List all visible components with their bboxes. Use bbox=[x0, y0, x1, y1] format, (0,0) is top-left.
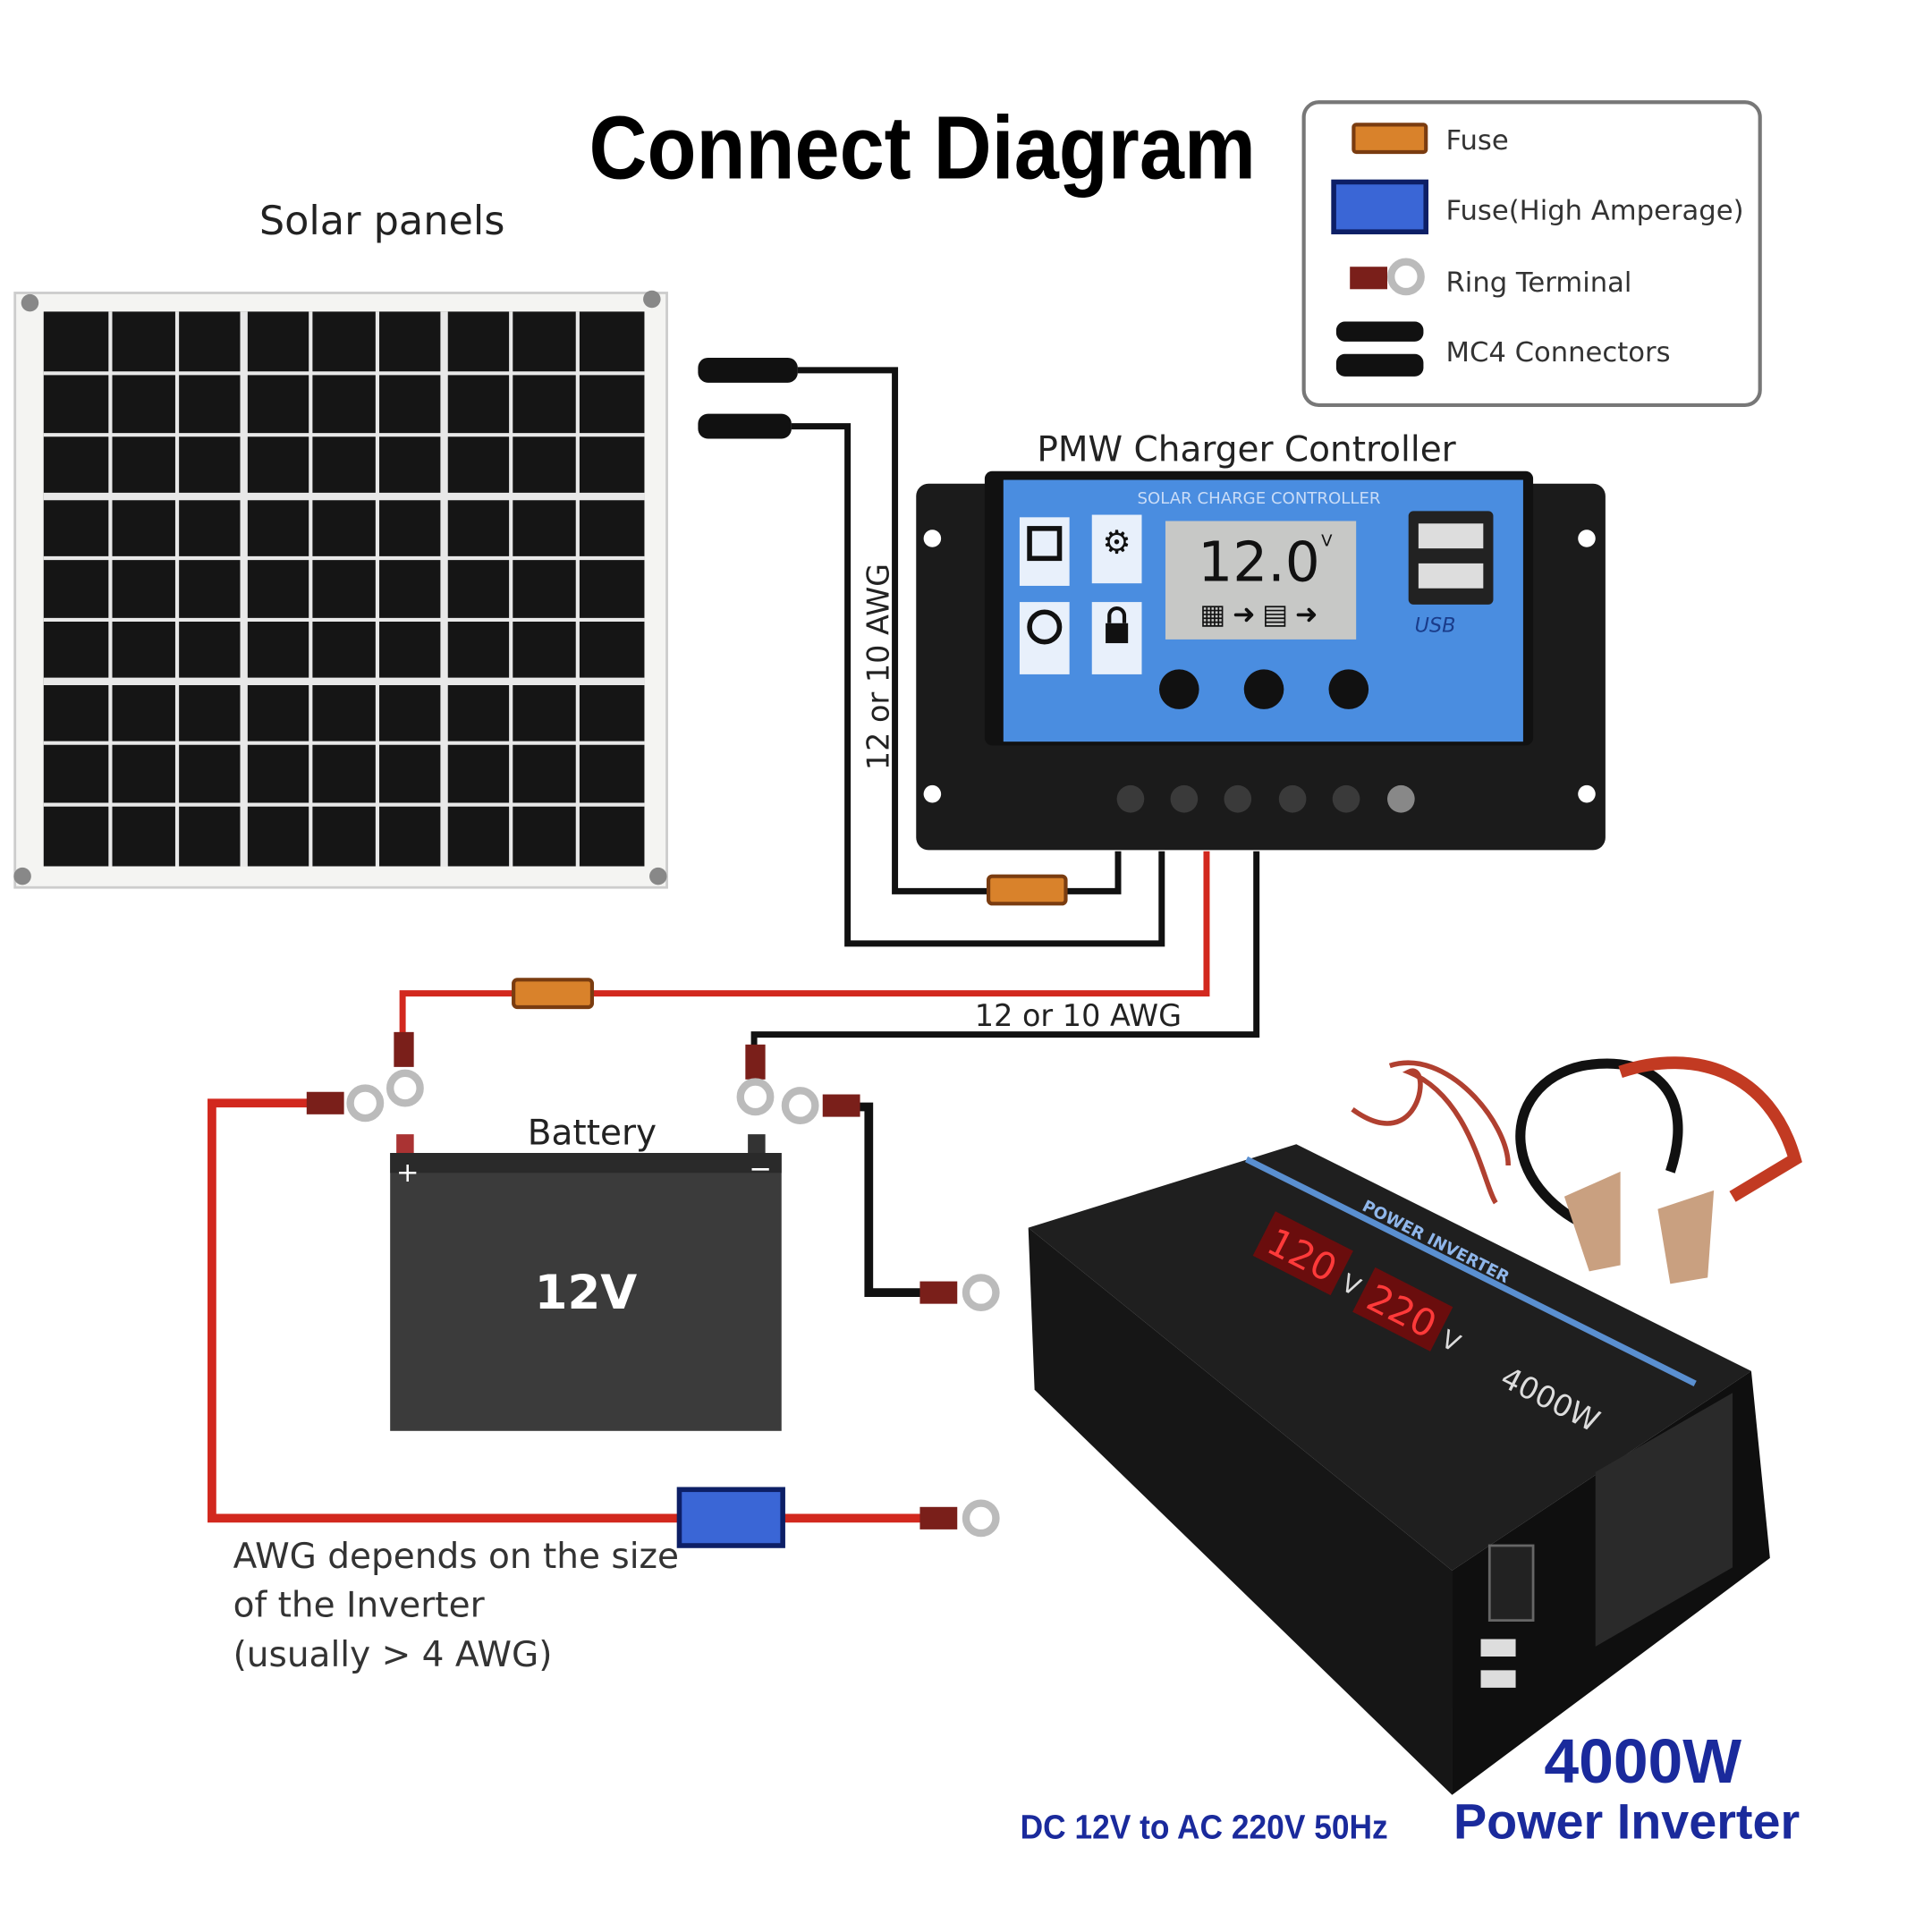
high-amp-fuse-icon bbox=[1331, 179, 1429, 234]
awg-note-line-2: of the Inverter bbox=[233, 1585, 486, 1625]
battery-label: Battery bbox=[528, 1113, 657, 1153]
battery-plus: + bbox=[396, 1157, 419, 1189]
awg-note-line-3: (usually > 4 AWG) bbox=[233, 1635, 553, 1675]
solar-panels-label: Solar panels bbox=[259, 198, 505, 244]
caption-spec: DC 12V to AC 220V 50Hz bbox=[1021, 1808, 1388, 1845]
pv-negative-wire bbox=[791, 423, 1165, 947]
power-inverter: 120 V 220 V POWER INVERTER 4000W bbox=[1028, 1144, 1770, 1795]
fuse-pv bbox=[986, 874, 1068, 906]
lcd-screen bbox=[1165, 521, 1357, 640]
terminal-screws bbox=[1116, 784, 1415, 813]
caption-power: 4000W bbox=[1544, 1726, 1741, 1796]
usb-ports bbox=[1408, 511, 1494, 605]
battery-voltage: 12V bbox=[535, 1266, 638, 1320]
page-title: Connect Diagram bbox=[589, 97, 1256, 198]
svg-text:▦ ➜ ▤ ➜: ▦ ➜ ▤ ➜ bbox=[1199, 599, 1318, 630]
menu-button[interactable] bbox=[1159, 669, 1199, 709]
mc4-connector-icon bbox=[1335, 321, 1424, 377]
fuse-battery bbox=[512, 978, 595, 1010]
battery: + − 12V bbox=[390, 1134, 782, 1431]
legend: Fuse Fuse(High Amperage) Ring Terminal M… bbox=[1301, 100, 1762, 407]
controller-label: PMW Charger Controller bbox=[1037, 430, 1456, 470]
solar-panel bbox=[13, 290, 668, 889]
legend-label-fuse: Fuse bbox=[1446, 125, 1509, 157]
inverter-cables bbox=[1351, 1056, 1802, 1284]
input-display bbox=[1252, 1211, 1353, 1296]
mc4-connectors bbox=[698, 357, 798, 439]
battery-minus: − bbox=[749, 1154, 772, 1185]
usb-label: USB bbox=[1415, 614, 1456, 638]
down-button[interactable] bbox=[1328, 669, 1369, 709]
up-button[interactable] bbox=[1243, 669, 1284, 709]
inverter-positive-wire bbox=[208, 1098, 948, 1523]
svg-text:⚙: ⚙ bbox=[1102, 525, 1131, 561]
lcd-value: 12.0 bbox=[1198, 530, 1319, 594]
output-display bbox=[1352, 1267, 1453, 1352]
battery-positive-wire bbox=[399, 851, 1210, 1047]
gauge-label-vertical: 12 or 10 AWG bbox=[861, 564, 896, 770]
ring-terminals bbox=[306, 1031, 1000, 1538]
controller-brand: SOLAR CHARGE CONTROLLER bbox=[1137, 489, 1380, 508]
legend-label-high-amp-fuse: Fuse(High Amperage) bbox=[1446, 195, 1744, 226]
caption-name: Power Inverter bbox=[1453, 1793, 1800, 1849]
pv-positive-wire bbox=[797, 367, 1122, 894]
high-amp-fuse bbox=[676, 1487, 785, 1548]
lcd-unit: V bbox=[1321, 531, 1333, 550]
awg-note-line-1: AWG depends on the size bbox=[233, 1537, 679, 1577]
fuse-icon bbox=[1352, 123, 1428, 155]
inverter-negative-wire bbox=[847, 1102, 948, 1297]
ring-terminal-icon bbox=[1350, 258, 1425, 296]
gauge-label-horizontal: 12 or 10 AWG bbox=[975, 998, 1182, 1033]
legend-label-ring-terminal: Ring Terminal bbox=[1446, 267, 1632, 299]
charge-controller: SOLAR CHARGE CONTROLLER ⚙ 12.0 V ▦ ➜ ▤ ➜… bbox=[916, 470, 1606, 851]
legend-label-mc4: MC4 Connectors bbox=[1446, 337, 1671, 369]
